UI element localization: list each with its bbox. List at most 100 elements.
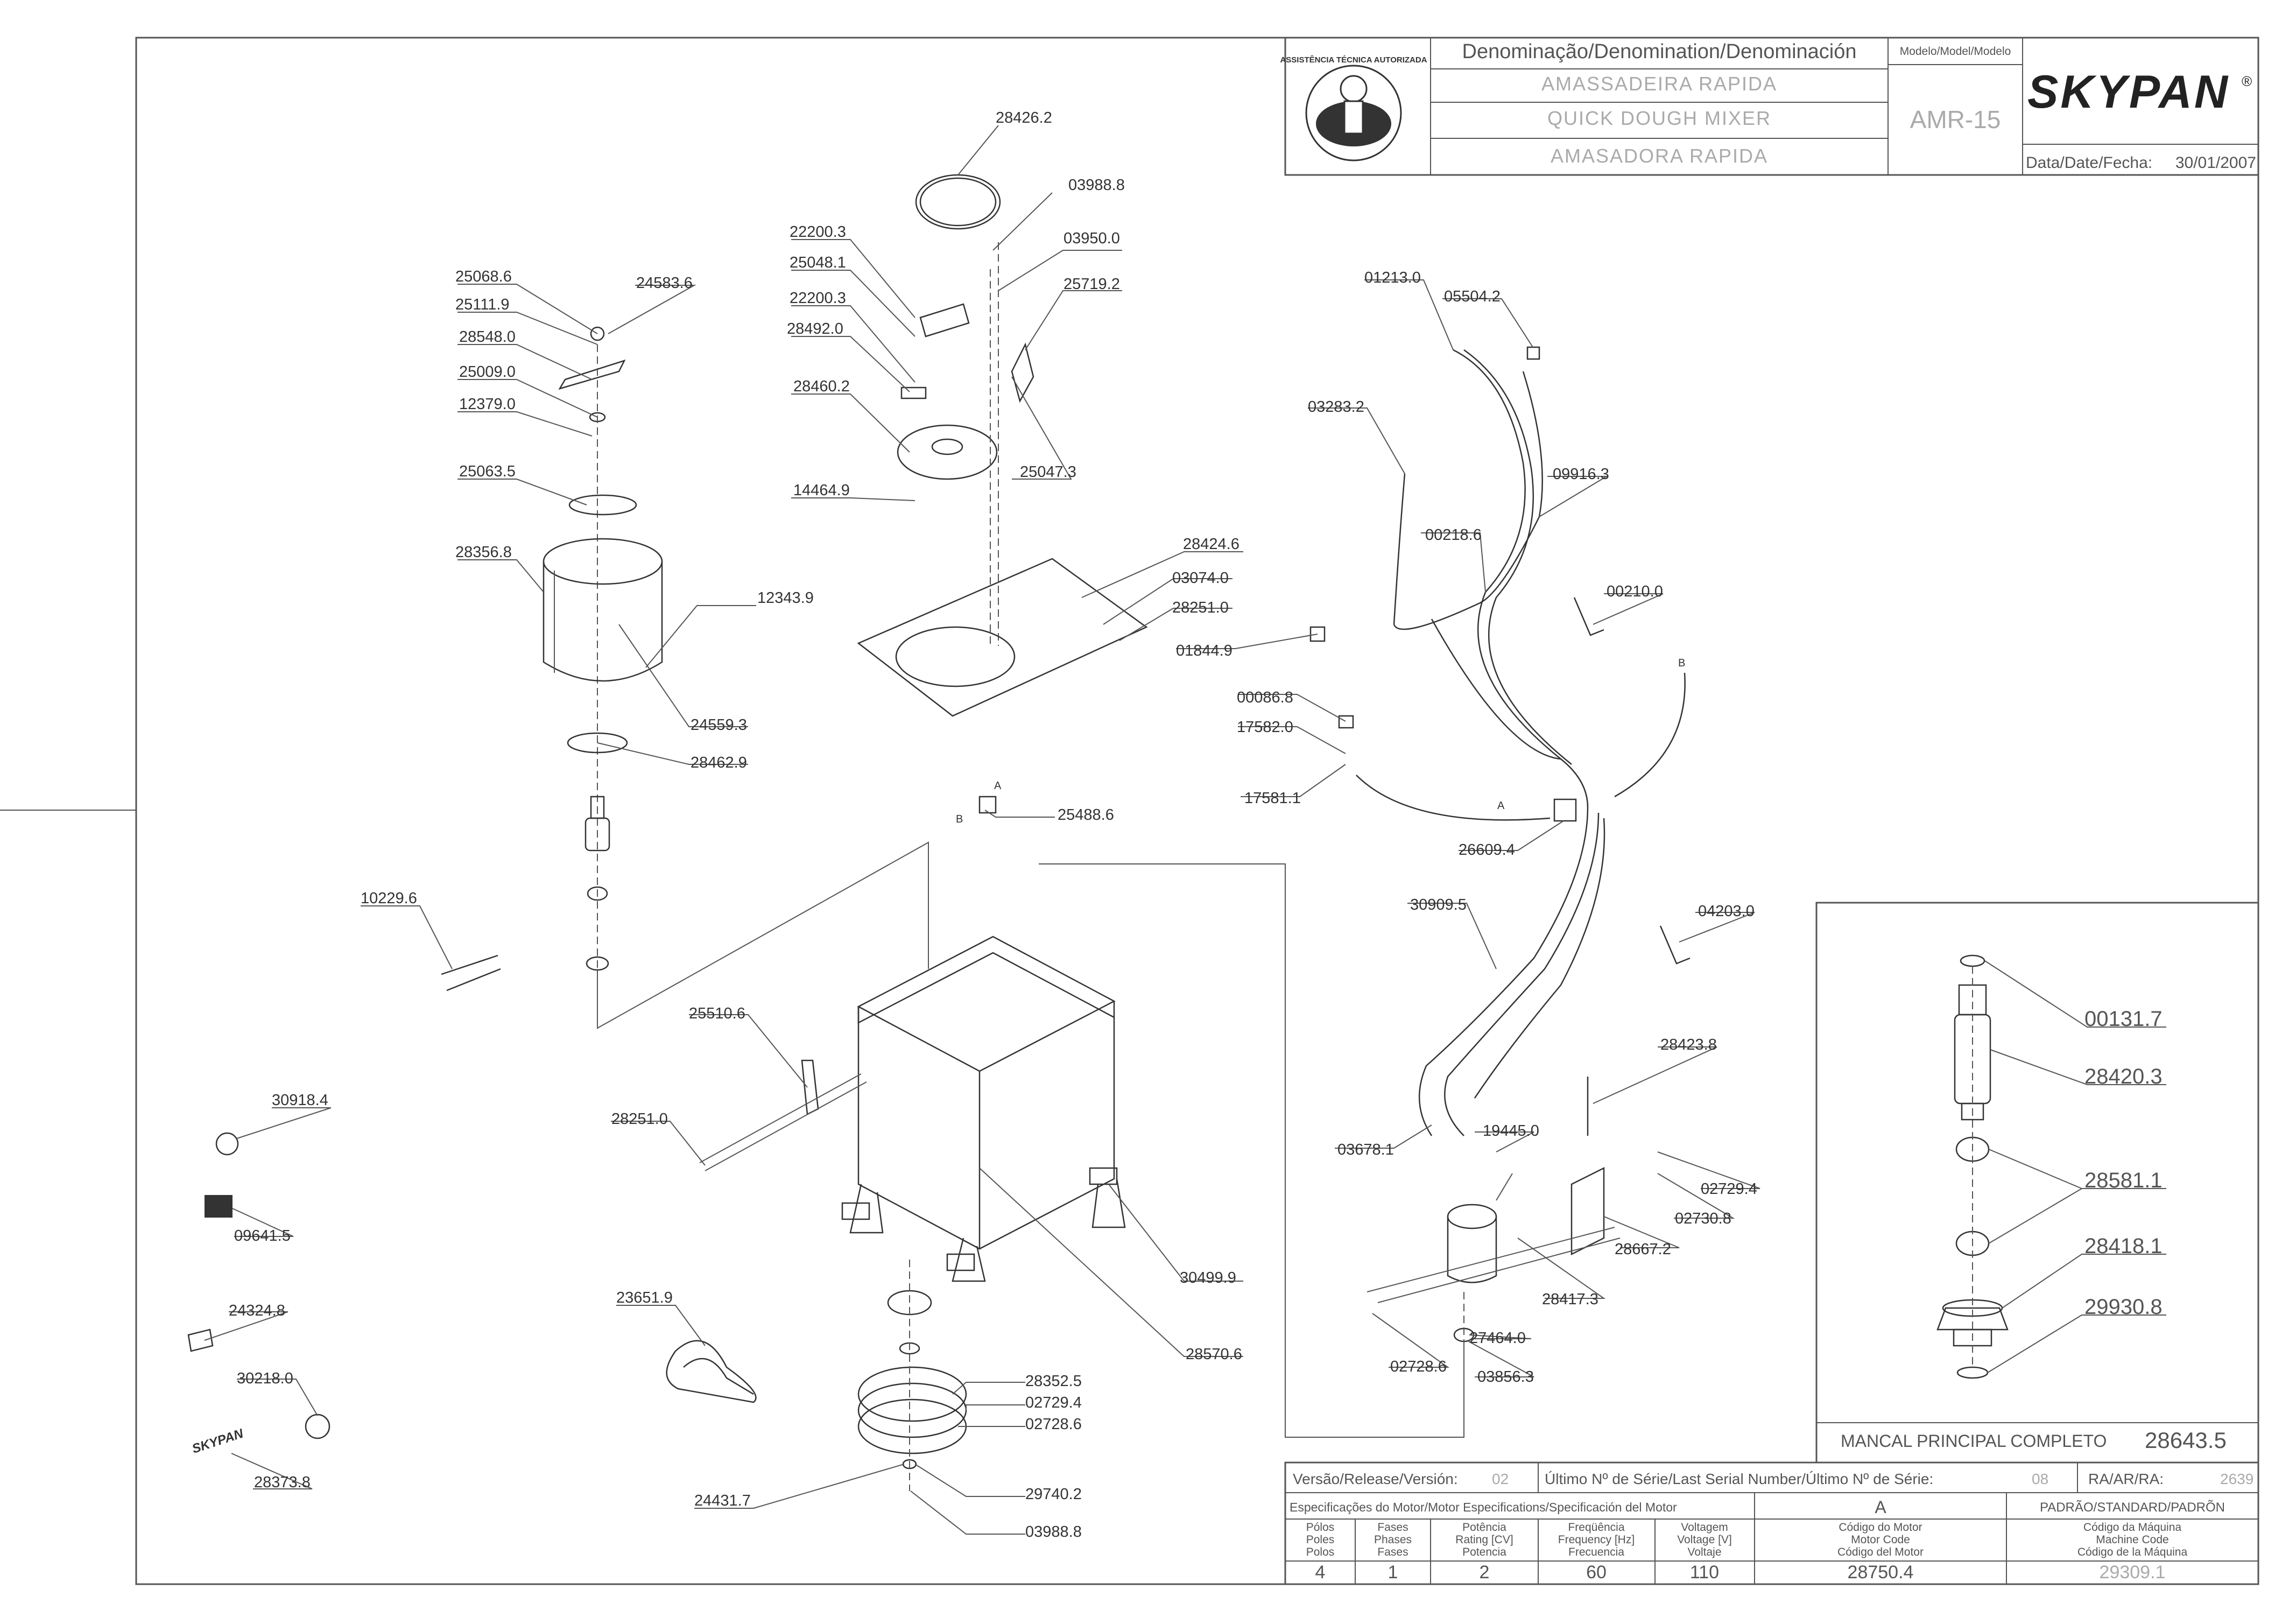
part-label: 25063.5 <box>459 463 516 480</box>
part-label: 28548.0 <box>459 328 516 346</box>
marker-b: B <box>1678 657 1685 669</box>
part-label: 14464.9 <box>793 482 850 499</box>
part-label: 28462.9 <box>691 754 747 771</box>
standard-label: PADRÃO/STANDARD/PADRÕN <box>2040 1500 2225 1515</box>
detail-part-label: 29930.8 <box>2084 1295 2163 1319</box>
part-label: 28356.8 <box>455 544 512 561</box>
model-header: Modelo/Model/Modelo <box>1900 45 2011 58</box>
detail-box-code: 28643.5 <box>2145 1428 2227 1453</box>
part-label: 25488.6 <box>1058 806 1114 824</box>
part-label: 28667.2 <box>1615 1241 1671 1258</box>
col-label-1: Fases <box>1377 1521 1408 1534</box>
col-label-1: Pólos <box>1306 1521 1335 1534</box>
col-label-3: Polos <box>1306 1546 1335 1558</box>
title-block: ASSISTÊNCIA TÉCNICA AUTORIZADA Denominaç… <box>1280 37 2259 176</box>
product-name-es: AMASADORA RAPIDA <box>1551 145 1768 167</box>
part-label: 28426.2 <box>996 109 1052 126</box>
part-label: 25111.9 <box>455 296 510 313</box>
detail-box <box>1815 902 2259 1464</box>
part-label: 28251.0 <box>1172 599 1229 616</box>
date-label: Data/Date/Fecha: <box>2026 154 2152 172</box>
part-label: 01213.0 <box>1364 269 1421 286</box>
part-label: 28460.2 <box>793 378 850 395</box>
part-label: 28424.6 <box>1183 536 1239 553</box>
part-label: 25719.2 <box>1064 276 1120 293</box>
marker-a: A <box>994 780 1002 792</box>
part-label: 19445.0 <box>1483 1122 1539 1140</box>
part-label: 03074.0 <box>1172 570 1229 587</box>
model-code: AMR-15 <box>1910 106 2001 133</box>
part-label: 03678.1 <box>1337 1141 1394 1158</box>
marker-b: B <box>956 813 963 825</box>
part-label: 03283.2 <box>1308 398 1364 416</box>
part-label: 03988.8 <box>1068 177 1125 194</box>
col-label-1: Freqüência <box>1568 1521 1624 1534</box>
part-label: 28251.0 <box>611 1110 668 1128</box>
col-value: 4 <box>1315 1562 1326 1583</box>
part-label: 03950.0 <box>1064 230 1120 247</box>
motor-col-voltage: Voltagem Voltage [V] Voltaje 110 <box>1677 1521 1732 1583</box>
detail-part-label: 28418.1 <box>2084 1234 2163 1258</box>
part-label: 02728.6 <box>1390 1358 1447 1375</box>
part-label: 05504.2 <box>1444 288 1501 305</box>
motor-col-poles: Pólos Poles Polos 4 <box>1306 1521 1335 1583</box>
col-value: 28750.4 <box>1848 1562 1914 1583</box>
authorized-assistance-seal: ASSISTÊNCIA TÉCNICA AUTORIZADA <box>1280 55 1427 161</box>
leader-lines <box>204 125 1760 1535</box>
col-label-3: Fases <box>1377 1546 1408 1558</box>
part-label: 02728.6 <box>1025 1416 1082 1433</box>
col-label-2: Phases <box>1374 1534 1412 1546</box>
detail-part-label: 28581.1 <box>2084 1169 2163 1192</box>
col-label-2: Poles <box>1306 1534 1335 1546</box>
part-label: 25048.1 <box>790 254 846 271</box>
marker-a: A <box>1497 800 1505 812</box>
part-label: 30918.4 <box>272 1092 328 1109</box>
part-label: 25047.3 <box>1020 463 1076 481</box>
detail-part-label: 28420.3 <box>2084 1065 2163 1088</box>
detail-part-labels: 00131.7 28420.3 28581.1 28418.1 29930.8 … <box>1841 1007 2227 1453</box>
part-label: 00086.8 <box>1237 689 1293 706</box>
part-label: 02730.8 <box>1675 1210 1731 1227</box>
footer-table <box>1284 1461 2259 1585</box>
serial-label: Último Nº de Série/Last Serial Number/Úl… <box>1545 1471 1933 1487</box>
col-label-1: Potência <box>1462 1521 1506 1534</box>
part-label: 25068.6 <box>455 268 512 285</box>
release-label: Versão/Release/Versión: <box>1293 1471 1458 1487</box>
footer-text: Versão/Release/Versión: 02 Último Nº de … <box>1290 1471 2253 1583</box>
col-label-3: Potencia <box>1462 1546 1506 1558</box>
part-label: 28423.8 <box>1660 1036 1717 1053</box>
part-label: 24583.6 <box>636 275 693 292</box>
motor-spec-label: Especificações do Motor/Motor Especifica… <box>1290 1500 1677 1514</box>
part-label: 28352.5 <box>1025 1373 1082 1390</box>
part-label: 26609.4 <box>1459 841 1515 859</box>
part-label: 28417.3 <box>1542 1291 1598 1308</box>
brand-name: SKYPAN <box>2027 66 2230 118</box>
col-label-1: Voltagem <box>1681 1521 1728 1534</box>
col-label-3: Frecuencia <box>1568 1546 1624 1558</box>
registered-mark: ® <box>2242 73 2252 89</box>
col-label-2: Motor Code <box>1851 1534 1910 1546</box>
part-label: 01844.9 <box>1176 642 1232 659</box>
col-value: 60 <box>1586 1562 1607 1583</box>
svg-text:SKYPAN: SKYPAN <box>191 1426 245 1456</box>
col-label-1: Código da Máquina <box>2083 1521 2181 1534</box>
part-label: 03856.3 <box>1477 1368 1534 1386</box>
part-labels: 28426.2 03988.8 22200.3 03950.0 25048.1 … <box>229 109 1757 1541</box>
motor-col-motor-code: Código do Motor Motor Code Código del Mo… <box>1837 1521 1924 1583</box>
part-label: 25009.0 <box>459 363 516 381</box>
part-label: 17582.0 <box>1237 719 1293 736</box>
part-label: 28492.0 <box>787 320 843 338</box>
part-label: 23651.9 <box>616 1289 673 1306</box>
release-value: 02 <box>1492 1471 1509 1487</box>
denomination-header: Denominação/Denomination/Denominación <box>1462 40 1857 63</box>
product-name-pt: AMASSADEIRA RAPIDA <box>1541 73 1777 95</box>
part-label: 00210.0 <box>1607 583 1663 600</box>
col-value: 29309.1 <box>2100 1562 2166 1583</box>
motor-variant: A <box>1875 1498 1886 1517</box>
part-label: 22200.3 <box>790 223 846 241</box>
part-label: 09916.3 <box>1553 466 1609 483</box>
date-value: 30/01/2007 <box>2175 154 2256 172</box>
part-label: 25510.6 <box>689 1005 745 1022</box>
part-label: 24431.7 <box>694 1492 751 1509</box>
